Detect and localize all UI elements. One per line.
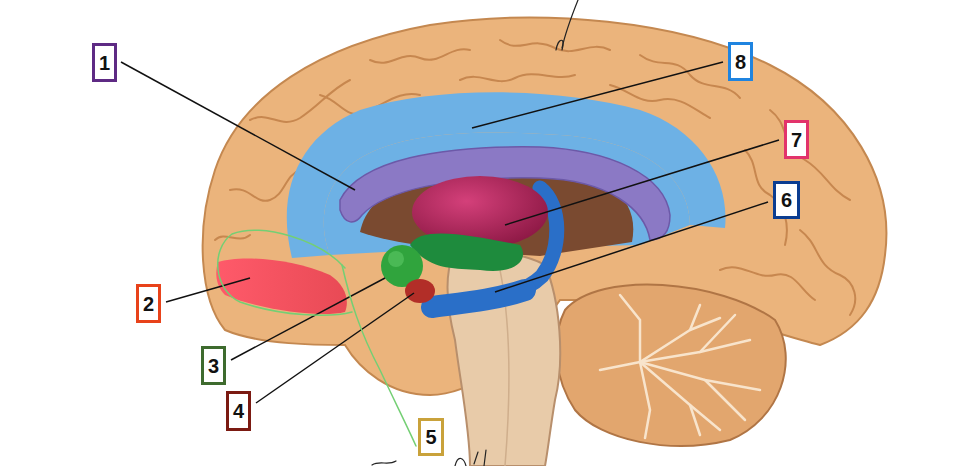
gyri-lines (215, 40, 855, 315)
leader-line (121, 62, 355, 190)
arbor-branch (690, 305, 745, 435)
callout-number: 2 (143, 294, 154, 314)
cerebellum (556, 285, 785, 446)
arbor-branch (620, 295, 640, 362)
leader-line (231, 278, 385, 360)
callout-number: 8 (735, 52, 746, 72)
callout-box: 1 (92, 43, 117, 82)
amygdala (405, 279, 435, 303)
gyrus-line (720, 267, 815, 300)
pen-line (342, 265, 416, 446)
leader-line (495, 202, 768, 292)
gyrus-line (800, 230, 855, 315)
arbor-branch (640, 362, 720, 430)
callout-box: 4 (226, 391, 251, 431)
pen-stroke (556, 40, 563, 50)
pen-scribble (372, 0, 578, 466)
hippocampus-head (432, 290, 525, 307)
cingulate-gyrus (287, 92, 726, 258)
gyrus-line (460, 74, 575, 81)
gyrus-line (370, 49, 470, 63)
gyrus-line (250, 80, 350, 122)
callout-number: 1 (99, 53, 110, 73)
callout-number: 5 (425, 427, 436, 447)
hypothalamus (410, 233, 523, 271)
gyrus-line (215, 235, 250, 240)
pen-annotation (218, 230, 416, 446)
cingulate-inner (324, 133, 690, 255)
callout-box: 8 (728, 42, 753, 81)
callout-number: 4 (233, 401, 244, 421)
callout-box: 3 (201, 346, 226, 385)
callout-number: 7 (791, 130, 802, 150)
callout-box: 5 (418, 418, 444, 456)
pen-loop (218, 230, 352, 315)
arbor-branch (640, 340, 750, 362)
callout-number: 6 (781, 190, 792, 210)
leader-line (472, 62, 723, 128)
highlight (388, 251, 404, 267)
pen-stroke (455, 450, 486, 466)
pen-stroke (562, 0, 578, 48)
callout-box: 2 (136, 284, 161, 323)
gyrus-line (640, 55, 740, 98)
leader-line (166, 278, 250, 302)
orbitofrontal-cortex (216, 258, 347, 314)
pen-stroke (372, 461, 396, 465)
arbor-vitae (600, 295, 760, 438)
gyrus-line (500, 40, 610, 51)
callout-number: 3 (208, 356, 219, 376)
arbor-branch (640, 362, 650, 438)
callout-box: 7 (784, 120, 809, 159)
callout-box: 6 (773, 181, 800, 219)
leader-line (256, 293, 414, 403)
leader-lines (121, 62, 779, 403)
